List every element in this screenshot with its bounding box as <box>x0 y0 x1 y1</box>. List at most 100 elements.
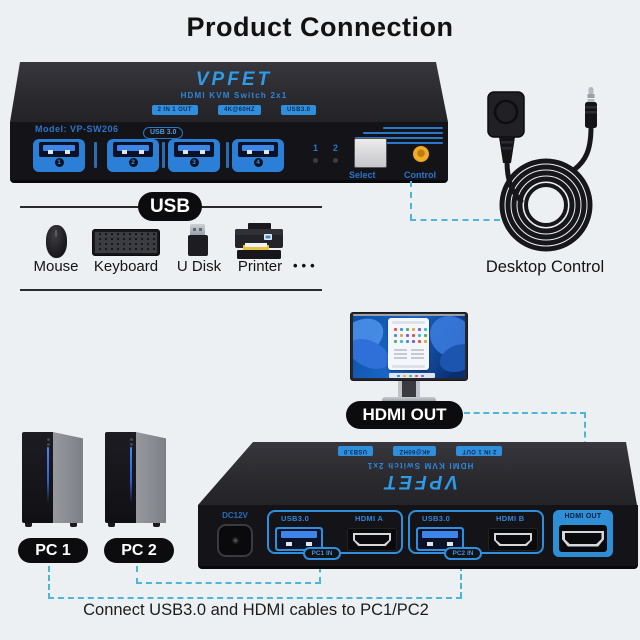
monitor-base <box>382 397 436 403</box>
tower-side <box>53 432 83 523</box>
tower-front <box>105 432 136 523</box>
port-number: 1 <box>54 158 64 167</box>
udisk-icon <box>188 224 208 256</box>
port-divider <box>226 142 229 168</box>
bottom-caption: Connect USB3.0 and HDMI cables to PC1/PC… <box>83 601 429 619</box>
usb-port-label: USB3.0 <box>281 514 310 523</box>
kvm-back-top-face: VPFET HDMI KVM Switch 2x1 2 IN 1 OUT 4K@… <box>198 442 637 505</box>
page-title: Product Connection <box>186 12 454 42</box>
monitor-frame <box>350 312 468 381</box>
dashed-connector-pc2in-v <box>460 556 462 598</box>
led-indicator-2 <box>333 158 338 163</box>
usb-port-1: 1 <box>33 139 85 172</box>
mouse-label: Mouse <box>33 258 79 275</box>
hdmi-port-label: HDMI A <box>355 514 384 523</box>
deco-line <box>355 137 443 139</box>
control-jack <box>411 144 431 164</box>
select-label: Select <box>349 170 376 180</box>
port-number: 3 <box>189 158 199 167</box>
select-button <box>354 138 387 168</box>
dashed-connector-pc1-v <box>48 566 50 599</box>
hdmi-out-port-box: HDMI OUT <box>553 510 613 557</box>
model-label: Model: VP-SW206 <box>35 124 119 134</box>
usb30-badge: USB 3.0 <box>143 127 184 139</box>
hdmi-out-port-label: HDMI OUT <box>564 513 602 520</box>
device-subtitle: HDMI KVM Switch 2x1 <box>366 461 474 470</box>
desktop-control-remote <box>487 87 597 252</box>
usb-port-4: 4 <box>232 139 284 172</box>
port-divider <box>162 142 165 168</box>
control-label: Control <box>404 170 436 180</box>
usb-connector <box>39 142 79 157</box>
keyboard-label: Keyboard <box>93 258 159 275</box>
dashed-connector-control-v <box>410 181 412 220</box>
usb-pill: USB <box>138 192 202 221</box>
more-devices-ellipsis: ••• <box>293 258 319 273</box>
kvm-front-top-face: VPFET HDMI KVM Switch 2x1 2 IN 1 OUT 4K@… <box>10 62 448 122</box>
deco-line <box>368 142 443 144</box>
windows-taskbar <box>389 373 435 378</box>
dashed-connector-hdmiout-h <box>464 412 586 414</box>
brand-logo: VPFET <box>381 471 459 492</box>
usb-connector <box>174 142 214 157</box>
feature-badges: 2 IN 1 OUT 4K@60HZ USB3.0 <box>337 446 503 456</box>
pc2-in-tag: PC2 IN <box>444 547 482 560</box>
dc12v-label: DC12V <box>222 511 248 520</box>
deco-line <box>383 127 443 129</box>
hdmi-out-port <box>559 525 607 552</box>
kvm-front-panel: Model: VP-SW206 USB 3.0 1 2 3 4 1 2 <box>10 122 448 183</box>
brand-logo: VPFET <box>195 69 273 90</box>
udisk-label: U Disk <box>176 258 222 275</box>
kvm-front-branding: VPFET HDMI KVM Switch 2x1 2 IN 1 OUT 4K@… <box>114 70 354 115</box>
usb-port-2: 2 <box>107 139 159 172</box>
printer-icon <box>235 223 283 259</box>
port-number: 4 <box>253 158 263 167</box>
led-label-1: 1 <box>313 143 319 153</box>
feature-badge: 4K@60HZ <box>393 446 437 456</box>
usb-port-3: 3 <box>168 139 220 172</box>
pc1-pill: PC 1 <box>18 538 88 563</box>
usb-port-label: USB3.0 <box>422 514 451 523</box>
printer-label: Printer <box>237 258 283 275</box>
hdmi-port-label: HDMI B <box>496 514 525 523</box>
dashed-connector-pc1in-v <box>319 556 321 583</box>
hdmi-out-pill: HDMI OUT <box>346 401 463 429</box>
tower-foot <box>70 523 77 527</box>
pc2-pill: PC 2 <box>104 538 174 563</box>
tower-foot <box>153 523 160 527</box>
mouse-wheel <box>55 230 57 237</box>
port-divider <box>94 142 97 168</box>
dashed-connector-upper-h <box>136 582 321 584</box>
monitor-stand <box>398 381 420 398</box>
dashed-connector-lower-h <box>48 597 462 599</box>
mouse-icon <box>46 225 67 258</box>
pc1-input-group: USB3.0 HDMI A PC1 IN <box>267 510 403 560</box>
kvm-back-panel: DC12V USB3.0 HDMI A PC1 IN USB3.0 HDMI B <box>198 505 638 569</box>
desktop-control-label: Desktop Control <box>485 258 605 276</box>
deco-line <box>363 132 443 134</box>
tower-front <box>22 432 53 523</box>
usb-section-bottom-rule <box>20 289 322 291</box>
hdmi-port-b <box>488 528 538 551</box>
feature-badges: 2 IN 1 OUT 4K@60HZ USB3.0 <box>151 105 317 115</box>
feature-badge: 2 IN 1 OUT <box>456 446 503 456</box>
feature-badge: USB3.0 <box>280 105 317 115</box>
feature-badge: USB3.0 <box>337 446 374 456</box>
windows-start-menu <box>388 318 429 370</box>
device-subtitle: HDMI KVM Switch 2x1 <box>180 91 288 100</box>
tower-foot <box>108 523 115 527</box>
feature-badge: 4K@60HZ <box>217 105 261 115</box>
usb-port-pc1 <box>275 527 323 551</box>
pc2-input-group: USB3.0 HDMI B PC2 IN <box>408 510 544 560</box>
monitor <box>350 312 470 404</box>
tower-foot <box>25 523 32 527</box>
dc-power-jack <box>217 524 253 557</box>
hdmi-port-a <box>347 528 397 551</box>
usb-connector <box>113 142 153 157</box>
led-indicator-1 <box>313 158 318 163</box>
dashed-connector-pc2-v <box>136 566 138 584</box>
pc1-in-tag: PC1 IN <box>303 547 341 560</box>
kvm-back-branding: VPFET HDMI KVM Switch 2x1 2 IN 1 OUT 4K@… <box>300 446 540 492</box>
monitor-screen <box>353 315 465 378</box>
